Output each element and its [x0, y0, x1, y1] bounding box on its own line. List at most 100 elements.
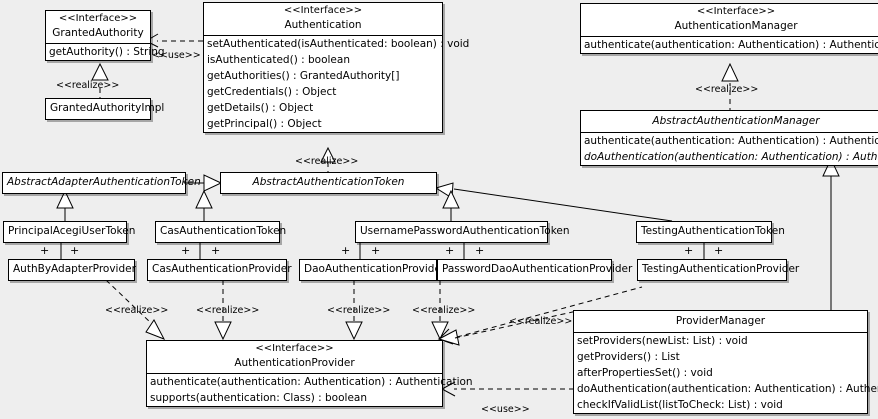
class-principal-acegi-user-token[interactable]: PrincipalAcegiUserToken: [3, 221, 136, 243]
class-name-label: AuthByAdapterProvider: [13, 263, 136, 275]
class-name-label: CasAuthenticationProvider: [152, 263, 292, 275]
edge-association-usernamepassword-passworddaoprovider: [463, 241, 465, 261]
class-name-label: UsernamePasswordAuthenticationToken: [360, 225, 570, 237]
edge-realize-providermanager-authenticationprovider: [437, 305, 582, 345]
member-row: doAuthentication(authentication: Authent…: [577, 383, 878, 395]
label-use-providermanager: <<use>>: [481, 404, 530, 415]
class-cas-authentication-provider[interactable]: CasAuthenticationProvider: [147, 259, 292, 281]
member-row: isAuthenticated() : boolean: [207, 54, 350, 66]
association-marker-dao-left: +: [341, 244, 351, 257]
class-members-granted-authority: getAuthority() : String: [46, 44, 165, 60]
class-name-label: AbstractAuthenticationToken: [252, 176, 405, 188]
class-name-label: TestingAuthenticationToken: [641, 225, 785, 237]
edge-generalization-providermanager: [816, 157, 846, 313]
class-name-label: Authentication: [284, 19, 362, 31]
class-name-label: PrincipalAcegiUserToken: [8, 225, 136, 237]
member-row: getPrincipal() : Object: [207, 118, 322, 130]
association-marker-passworddao-right: +: [475, 244, 485, 257]
stereotype-label: <<Interface>>: [696, 6, 776, 17]
member-row: getProviders() : List: [577, 351, 680, 363]
class-separator: [574, 332, 867, 333]
member-row: getCredentials() : Object: [207, 86, 337, 98]
class-abstract-authentication-manager[interactable]: AbstractAuthenticationManager authentica…: [580, 110, 878, 166]
class-name-label: DaoAuthenticationProvider: [304, 263, 446, 275]
class-header-username-password-authentication-token: UsernamePasswordAuthenticationToken: [356, 222, 570, 242]
class-username-password-authentication-token[interactable]: UsernamePasswordAuthenticationToken: [355, 221, 570, 243]
class-header-authentication-manager: <<Interface>> AuthenticationManager: [581, 4, 878, 36]
class-dao-authentication-provider[interactable]: DaoAuthenticationProvider: [299, 259, 446, 281]
class-separator: [581, 132, 878, 133]
class-authentication-provider[interactable]: <<Interface>> AuthenticationProvider aut…: [146, 340, 473, 407]
label-realize-providermanager: <<realize>>: [509, 316, 573, 327]
class-header-authentication-provider: <<Interface>> AuthenticationProvider: [147, 341, 442, 373]
class-password-dao-authentication-provider[interactable]: PasswordDaoAuthenticationProvider: [437, 259, 633, 281]
association-marker-principalacegi-left: +: [40, 244, 50, 257]
class-abstract-adapter-authentication-token[interactable]: AbstractAdapterAuthenticationToken: [2, 172, 201, 194]
member-row: setProviders(newList: List) : void: [577, 335, 748, 347]
label-use-authentication-grantedauthority: <<use>>: [152, 50, 201, 61]
association-marker-testing-right: +: [714, 244, 724, 257]
edge-association-castoken-casprovider: [199, 241, 201, 261]
class-name-label: CasAuthenticationToken: [160, 225, 287, 237]
class-header-abstract-authentication-token: AbstractAuthenticationToken: [221, 173, 436, 193]
class-header-password-dao-authentication-provider: PasswordDaoAuthenticationProvider: [438, 260, 633, 280]
class-name-label: AbstractAdapterAuthenticationToken: [7, 176, 201, 188]
member-row: afterPropertiesSet() : void: [577, 367, 713, 379]
label-realize-passworddaoauthenticationprovider: <<realize>>: [412, 305, 476, 316]
class-header-provider-manager: ProviderManager: [574, 311, 867, 332]
class-header-abstract-authentication-manager: AbstractAuthenticationManager: [581, 111, 878, 132]
stereotype-label: <<Interface>>: [283, 5, 363, 16]
edge-generalization-testingtoken: [434, 182, 684, 226]
class-name-label: AuthenticationManager: [674, 20, 798, 32]
class-name-label: TestingAuthenticationProvider: [642, 263, 800, 275]
member-row: doAuthentication(authentication: Authent…: [584, 151, 878, 163]
label-realize-casauthenticationprovider: <<realize>>: [196, 305, 260, 316]
class-separator: [581, 36, 878, 37]
stereotype-label: <<Interface>>: [58, 13, 138, 24]
edge-realize-passworddaoauthenticationprovider: [425, 280, 455, 341]
class-name-label: GrantedAuthority: [52, 27, 144, 39]
class-header-cas-authentication-provider: CasAuthenticationProvider: [148, 260, 292, 280]
class-testing-authentication-provider[interactable]: TestingAuthenticationProvider: [637, 259, 800, 281]
class-header-testing-authentication-provider: TestingAuthenticationProvider: [638, 260, 800, 280]
class-abstract-authentication-token[interactable]: AbstractAuthenticationToken: [220, 172, 437, 194]
association-marker-principalacegi-right: +: [70, 244, 80, 257]
class-name-label: PasswordDaoAuthenticationProvider: [442, 263, 633, 275]
class-members-authentication-provider: authenticate(authentication: Authenticat…: [147, 374, 473, 406]
class-name-label: AbstractAuthenticationManager: [652, 115, 820, 127]
class-auth-by-adapter-provider[interactable]: AuthByAdapterProvider: [8, 259, 136, 281]
edge-generalization-castoken: [189, 189, 219, 224]
association-marker-passworddao-left: +: [445, 244, 455, 257]
class-separator: [147, 373, 442, 374]
class-testing-authentication-token[interactable]: TestingAuthenticationToken: [636, 221, 785, 243]
class-cas-authentication-token[interactable]: CasAuthenticationToken: [155, 221, 287, 243]
class-authentication[interactable]: <<Interface>> Authentication setAuthenti…: [203, 2, 469, 133]
member-row: authenticate(authentication: Authenticat…: [150, 376, 473, 388]
class-header-principal-acegi-user-token: PrincipalAcegiUserToken: [4, 222, 136, 242]
class-header-authentication: <<Interface>> Authentication: [204, 3, 442, 35]
class-provider-manager[interactable]: ProviderManager setProviders(newList: Li…: [573, 310, 878, 414]
class-separator: [204, 35, 442, 36]
member-row: getAuthority() : String: [49, 46, 165, 58]
edge-association-usernamepassword-daoprovider: [359, 241, 361, 261]
edge-realize-daoauthenticationprovider: [339, 280, 369, 341]
label-realize-abstractauthenticationtoken: <<realize>>: [295, 156, 359, 167]
class-authentication-manager[interactable]: <<Interface>> AuthenticationManager auth…: [580, 3, 878, 54]
class-members-abstract-authentication-manager: authenticate(authentication: Authenticat…: [581, 133, 878, 165]
label-realize-authenticationmanager: <<realize>>: [695, 84, 759, 95]
class-members-provider-manager: setProviders(newList: List) : void getPr…: [574, 333, 878, 413]
class-granted-authority[interactable]: <<Interface>> GrantedAuthority getAuthor…: [45, 10, 165, 61]
class-name-label: GrantedAuthorityImpl: [50, 102, 165, 114]
class-header-testing-authentication-token: TestingAuthenticationToken: [637, 222, 785, 242]
edge-generalization-abstractadaptertoken: [186, 173, 224, 193]
class-granted-authority-impl[interactable]: GrantedAuthorityImpl: [45, 98, 165, 120]
member-row: authenticate(authentication: Authenticat…: [584, 135, 878, 147]
association-marker-cas-left: +: [181, 244, 191, 257]
member-row: checkIfValidList(listToCheck: List) : vo…: [577, 399, 783, 411]
association-marker-dao-right: +: [371, 244, 381, 257]
member-row: supports(authentication: Class) : boolea…: [150, 392, 367, 404]
edge-realize-authenticationmanager: [715, 62, 745, 113]
class-header-abstract-adapter-authentication-token: AbstractAdapterAuthenticationToken: [3, 173, 201, 193]
class-name-label: AuthenticationProvider: [234, 357, 355, 369]
member-row: getDetails() : Object: [207, 102, 314, 114]
